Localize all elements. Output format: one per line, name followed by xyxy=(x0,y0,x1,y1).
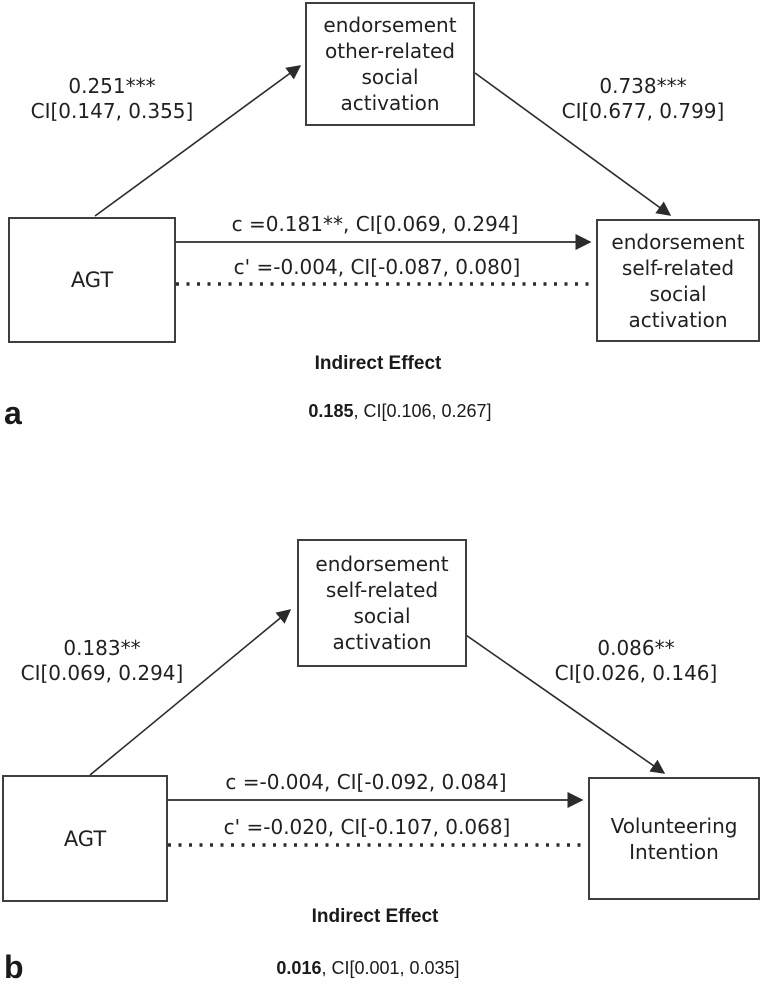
indirect-effect-title: Indirect Effect xyxy=(311,906,439,927)
mediator-box-line: activation xyxy=(340,91,440,115)
mediator-box-line: social xyxy=(353,604,411,628)
outcome-box-line: Intention xyxy=(629,839,719,864)
indirect-effect-title: Indirect Effect xyxy=(314,353,442,374)
mediator-box-line: endorsement xyxy=(315,552,449,576)
mediator-box: endorsement self-related social activati… xyxy=(297,539,467,667)
mediator-box-line: other-related xyxy=(325,39,455,63)
indirect-effect-number: 0.185 xyxy=(308,401,354,421)
path-a-coefficient: 0.183** xyxy=(63,636,141,660)
total-effect-label: c =0.181**, CI[0.069, 0.294] xyxy=(231,212,519,236)
outcome-box: endorsement self-related social activati… xyxy=(596,219,760,342)
mediator-box-line: social xyxy=(361,65,419,89)
path-b-arrow xyxy=(462,632,666,774)
path-b-ci: CI[0.677, 0.799] xyxy=(561,99,725,123)
predictor-box-label: AGT xyxy=(63,826,107,851)
path-b-ci: CI[0.026, 0.146] xyxy=(554,661,718,685)
path-a-ci: CI[0.069, 0.294] xyxy=(20,661,184,685)
mediator-box-line: self-related xyxy=(325,578,439,602)
panel-letter: b xyxy=(4,949,24,984)
direct-effect-label: c' =-0.004, CI[-0.087, 0.080] xyxy=(233,255,521,279)
indirect-effect-number: 0.016 xyxy=(276,958,322,978)
outcome-box-line: activation xyxy=(628,307,728,332)
path-b-coefficient: 0.086** xyxy=(597,636,675,660)
panel-letter: a xyxy=(4,395,22,431)
mediator-box-line: endorsement xyxy=(323,13,457,37)
indirect-effect-value: 0.185, CI[0.106, 0.267] xyxy=(290,401,510,422)
mediator-box-line: activation xyxy=(332,630,432,654)
predictor-box-label: AGT xyxy=(70,268,114,292)
path-b-arrow xyxy=(474,72,672,216)
path-a-label: 0.251*** CI[0.147, 0.355] xyxy=(0,74,232,124)
path-b-label: 0.738*** CI[0.677, 0.799] xyxy=(523,74,763,124)
predictor-box: AGT xyxy=(2,775,168,902)
direct-effect-label: c' =-0.020, CI[-0.107, 0.068] xyxy=(223,815,511,839)
path-b-label: 0.086** CI[0.026, 0.146] xyxy=(516,636,756,686)
indirect-effect-ci: , CI[0.001, 0.035] xyxy=(321,958,460,978)
mediator-box: endorsement other-related social activat… xyxy=(305,2,475,126)
outcome-box-line: self-related xyxy=(621,255,735,280)
path-a-ci: CI[0.147, 0.355] xyxy=(30,99,194,123)
outcome-box: Volunteering Intention xyxy=(588,777,760,900)
total-effect-label: c =-0.004, CI[-0.092, 0.084] xyxy=(225,770,507,794)
path-a-label: 0.183** CI[0.069, 0.294] xyxy=(0,636,222,686)
path-a-coefficient: 0.251*** xyxy=(68,74,156,98)
indirect-effect-ci: , CI[0.106, 0.267] xyxy=(353,401,492,421)
outcome-box-line: Volunteering xyxy=(610,813,738,838)
path-a-arrow xyxy=(89,609,292,776)
path-a-arrow xyxy=(94,65,302,217)
outcome-box-line: social xyxy=(649,281,707,306)
path-b-coefficient: 0.738*** xyxy=(599,74,687,98)
predictor-box: AGT xyxy=(8,217,176,343)
outcome-box-line: endorsement xyxy=(611,229,745,254)
indirect-effect-value: 0.016, CI[0.001, 0.035] xyxy=(258,958,478,979)
